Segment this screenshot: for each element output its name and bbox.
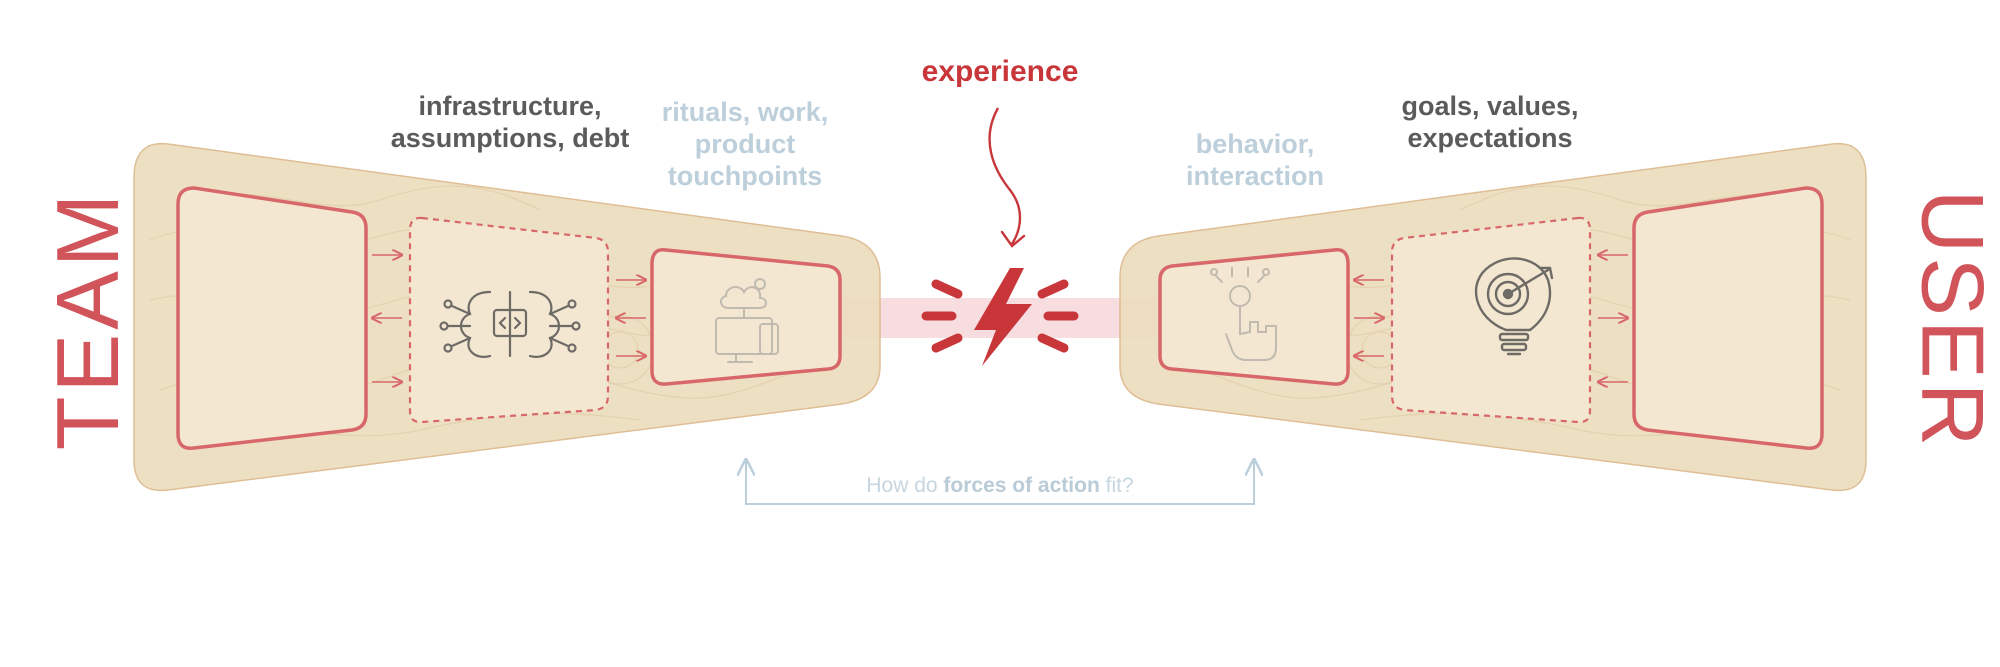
team-rituals-line3: touchpoints xyxy=(667,161,823,191)
question-suffix: fit? xyxy=(1099,474,1134,497)
question-emphasis: forces of action xyxy=(943,474,1100,497)
team-infra-line2: assumptions, debt xyxy=(390,123,630,153)
touch-hand-icon xyxy=(1210,267,1277,361)
team-outer-box xyxy=(176,186,368,450)
user-behavior-label: behavior, interaction xyxy=(1150,128,1360,192)
user-funnel xyxy=(1119,142,1867,492)
lightning-bolt-icon xyxy=(921,268,1079,366)
target-bulb-icon xyxy=(1474,257,1554,356)
team-funnel xyxy=(133,142,881,492)
user-goals-line2: expectations xyxy=(1407,123,1573,153)
user-goals-label: goals, values, expectations xyxy=(1370,90,1610,154)
question-prefix: How do xyxy=(866,474,944,497)
experience-label: experience xyxy=(921,55,1079,88)
cloud-devices-icon xyxy=(715,278,779,363)
user-inner-box xyxy=(1158,248,1350,386)
team-rituals-label: rituals, work, product touchpoints xyxy=(640,96,850,192)
forces-question: How do forces of action fit? xyxy=(0,474,2000,498)
burst-lines xyxy=(921,279,1079,353)
team-infra-line1: infrastructure, xyxy=(418,91,602,121)
user-goals-line1: goals, values, xyxy=(1401,91,1579,121)
team-rituals-line2: product xyxy=(694,129,796,159)
team-rituals-line1: rituals, work, xyxy=(661,97,829,127)
experience-pointer-arrow xyxy=(988,107,1022,245)
user-behavior-line1: behavior, xyxy=(1195,129,1315,159)
user-title: USER xyxy=(1903,189,2000,451)
team-infra-label: infrastructure, assumptions, debt xyxy=(380,90,640,154)
team-inner-box xyxy=(650,248,842,386)
user-outer-box xyxy=(1632,186,1824,450)
experience-pointer-head xyxy=(1000,230,1026,248)
user-behavior-line2: interaction xyxy=(1185,161,1325,191)
brain-code-icon xyxy=(439,290,581,358)
forces-bracket xyxy=(746,460,1254,505)
team-title: TEAM xyxy=(38,189,138,451)
